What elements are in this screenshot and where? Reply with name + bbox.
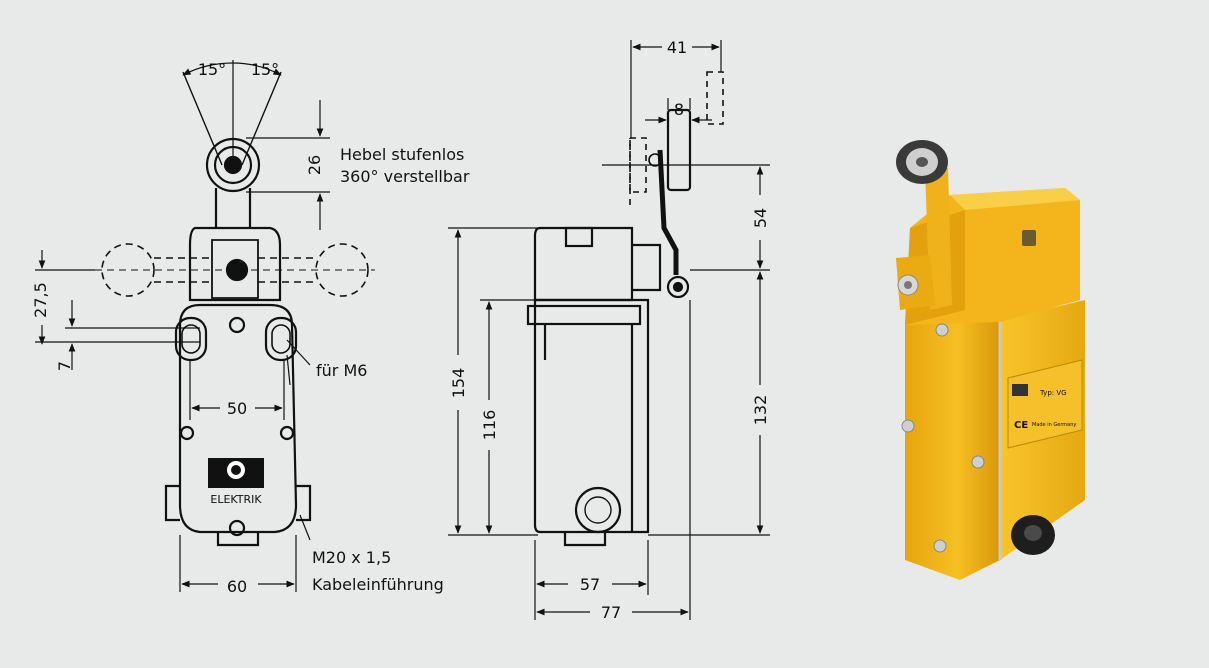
dim-mount-offset-b: 7 <box>55 361 74 371</box>
note-lever-line1: Hebel stufenlos <box>340 145 464 164</box>
side-view <box>526 71 724 547</box>
dim-side-width-inner: 57 <box>580 575 600 594</box>
photo-made-label: Made in Germany <box>1032 422 1076 428</box>
front-dimension-lines <box>35 100 330 592</box>
dim-angle-left: 15° <box>198 60 226 79</box>
note-cable-line1: M20 x 1,5 <box>312 548 391 567</box>
dim-lever-width: 8 <box>674 100 684 119</box>
photo-ce-label: CE <box>1014 420 1028 431</box>
dim-side-top-width: 41 <box>667 38 687 57</box>
dim-total-height: 154 <box>449 368 468 399</box>
dim-side-width-total: 77 <box>601 603 621 622</box>
dim-angle-right: 15° <box>251 60 279 79</box>
note-mount: für M6 <box>316 361 367 380</box>
dim-roller-height: 26 <box>305 155 324 175</box>
dim-body-width: 60 <box>227 577 247 596</box>
front-brand-label: ELEKTRIK <box>210 493 262 506</box>
dim-side-height: 132 <box>751 395 770 426</box>
dim-lever-height: 54 <box>751 208 770 228</box>
side-dimension-lines <box>448 40 770 620</box>
note-cable-line2: Kabeleinführung <box>312 575 444 594</box>
dim-hole-spacing: 50 <box>227 399 247 418</box>
photo-type-label: Typ: VG <box>1039 389 1067 397</box>
front-view <box>95 60 375 547</box>
product-photo <box>896 140 1085 580</box>
note-lever-line2: 360° verstellbar <box>340 167 470 186</box>
dim-body-height: 116 <box>480 410 499 441</box>
dim-mount-offset-a: 27,5 <box>31 282 50 318</box>
